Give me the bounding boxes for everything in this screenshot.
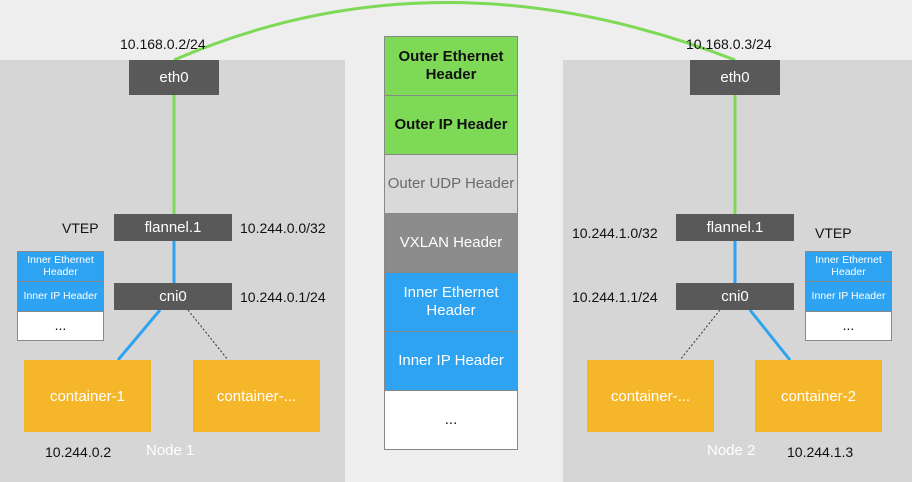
- node1-container-other: container-...: [193, 360, 320, 432]
- node1-label: Node 1: [146, 442, 195, 459]
- packet-inner-ethernet: Inner Ethernet Header: [385, 273, 517, 332]
- node1-container-1: container-1: [24, 360, 151, 432]
- node2-mini-packet: Inner Ethernet Header Inner IP Header ..…: [805, 251, 892, 341]
- node2-mini-inner-ip: Inner IP Header: [806, 282, 891, 312]
- packet-vxlan: VXLAN Header: [385, 214, 517, 273]
- node2-vtep-label: VTEP: [815, 225, 852, 241]
- node1-eth0: eth0: [129, 60, 219, 95]
- node2-mini-inner-eth: Inner Ethernet Header: [806, 252, 891, 282]
- node2-cni0: cni0: [676, 283, 794, 310]
- node2-container-2-ip: 10.244.1.3: [787, 444, 854, 460]
- vxlan-packet: Outer Ethernet Header Outer IP Header Ou…: [384, 36, 518, 450]
- node2-eth-ip: 10.168.0.3/24: [686, 36, 772, 52]
- node2-cni-container2-link: [748, 309, 792, 361]
- node1-flannel-ip: 10.244.0.0/32: [240, 220, 326, 236]
- node1-vtep-label: VTEP: [62, 220, 99, 236]
- node2-flannel: flannel.1: [676, 214, 794, 241]
- node2-mini-rest: ...: [806, 312, 891, 340]
- node2-cni-ip: 10.244.1.1/24: [572, 289, 658, 305]
- node1-mini-packet: Inner Ethernet Header Inner IP Header ..…: [17, 251, 104, 341]
- packet-outer-ip: Outer IP Header: [385, 96, 517, 155]
- node2-flannel-ip: 10.244.1.0/32: [572, 225, 658, 241]
- underlay-link: [173, 1, 736, 62]
- node1-mini-inner-eth: Inner Ethernet Header: [18, 252, 103, 282]
- packet-outer-udp: Outer UDP Header: [385, 155, 517, 214]
- node1-mini-rest: ...: [18, 312, 103, 340]
- packet-rest: ...: [385, 391, 517, 449]
- node1-eth-ip: 10.168.0.2/24: [120, 36, 206, 52]
- node2-eth0: eth0: [690, 60, 780, 95]
- node1-container-1-ip: 10.244.0.2: [45, 444, 112, 460]
- node2-container-2: container-2: [755, 360, 882, 432]
- node2-label: Node 2: [707, 442, 756, 459]
- node1-cni0: cni0: [114, 283, 232, 310]
- node1-cni-container2-link: [187, 309, 229, 361]
- node2-container-other: container-...: [587, 360, 714, 432]
- node1-cni-container1-link: [116, 309, 162, 361]
- packet-inner-ip: Inner IP Header: [385, 332, 517, 391]
- node2-cni-container1-link: [679, 309, 721, 361]
- node1-flannel: flannel.1: [114, 214, 232, 241]
- packet-outer-ethernet: Outer Ethernet Header: [385, 37, 517, 96]
- node1-mini-inner-ip: Inner IP Header: [18, 282, 103, 312]
- node1-cni-ip: 10.244.0.1/24: [240, 289, 326, 305]
